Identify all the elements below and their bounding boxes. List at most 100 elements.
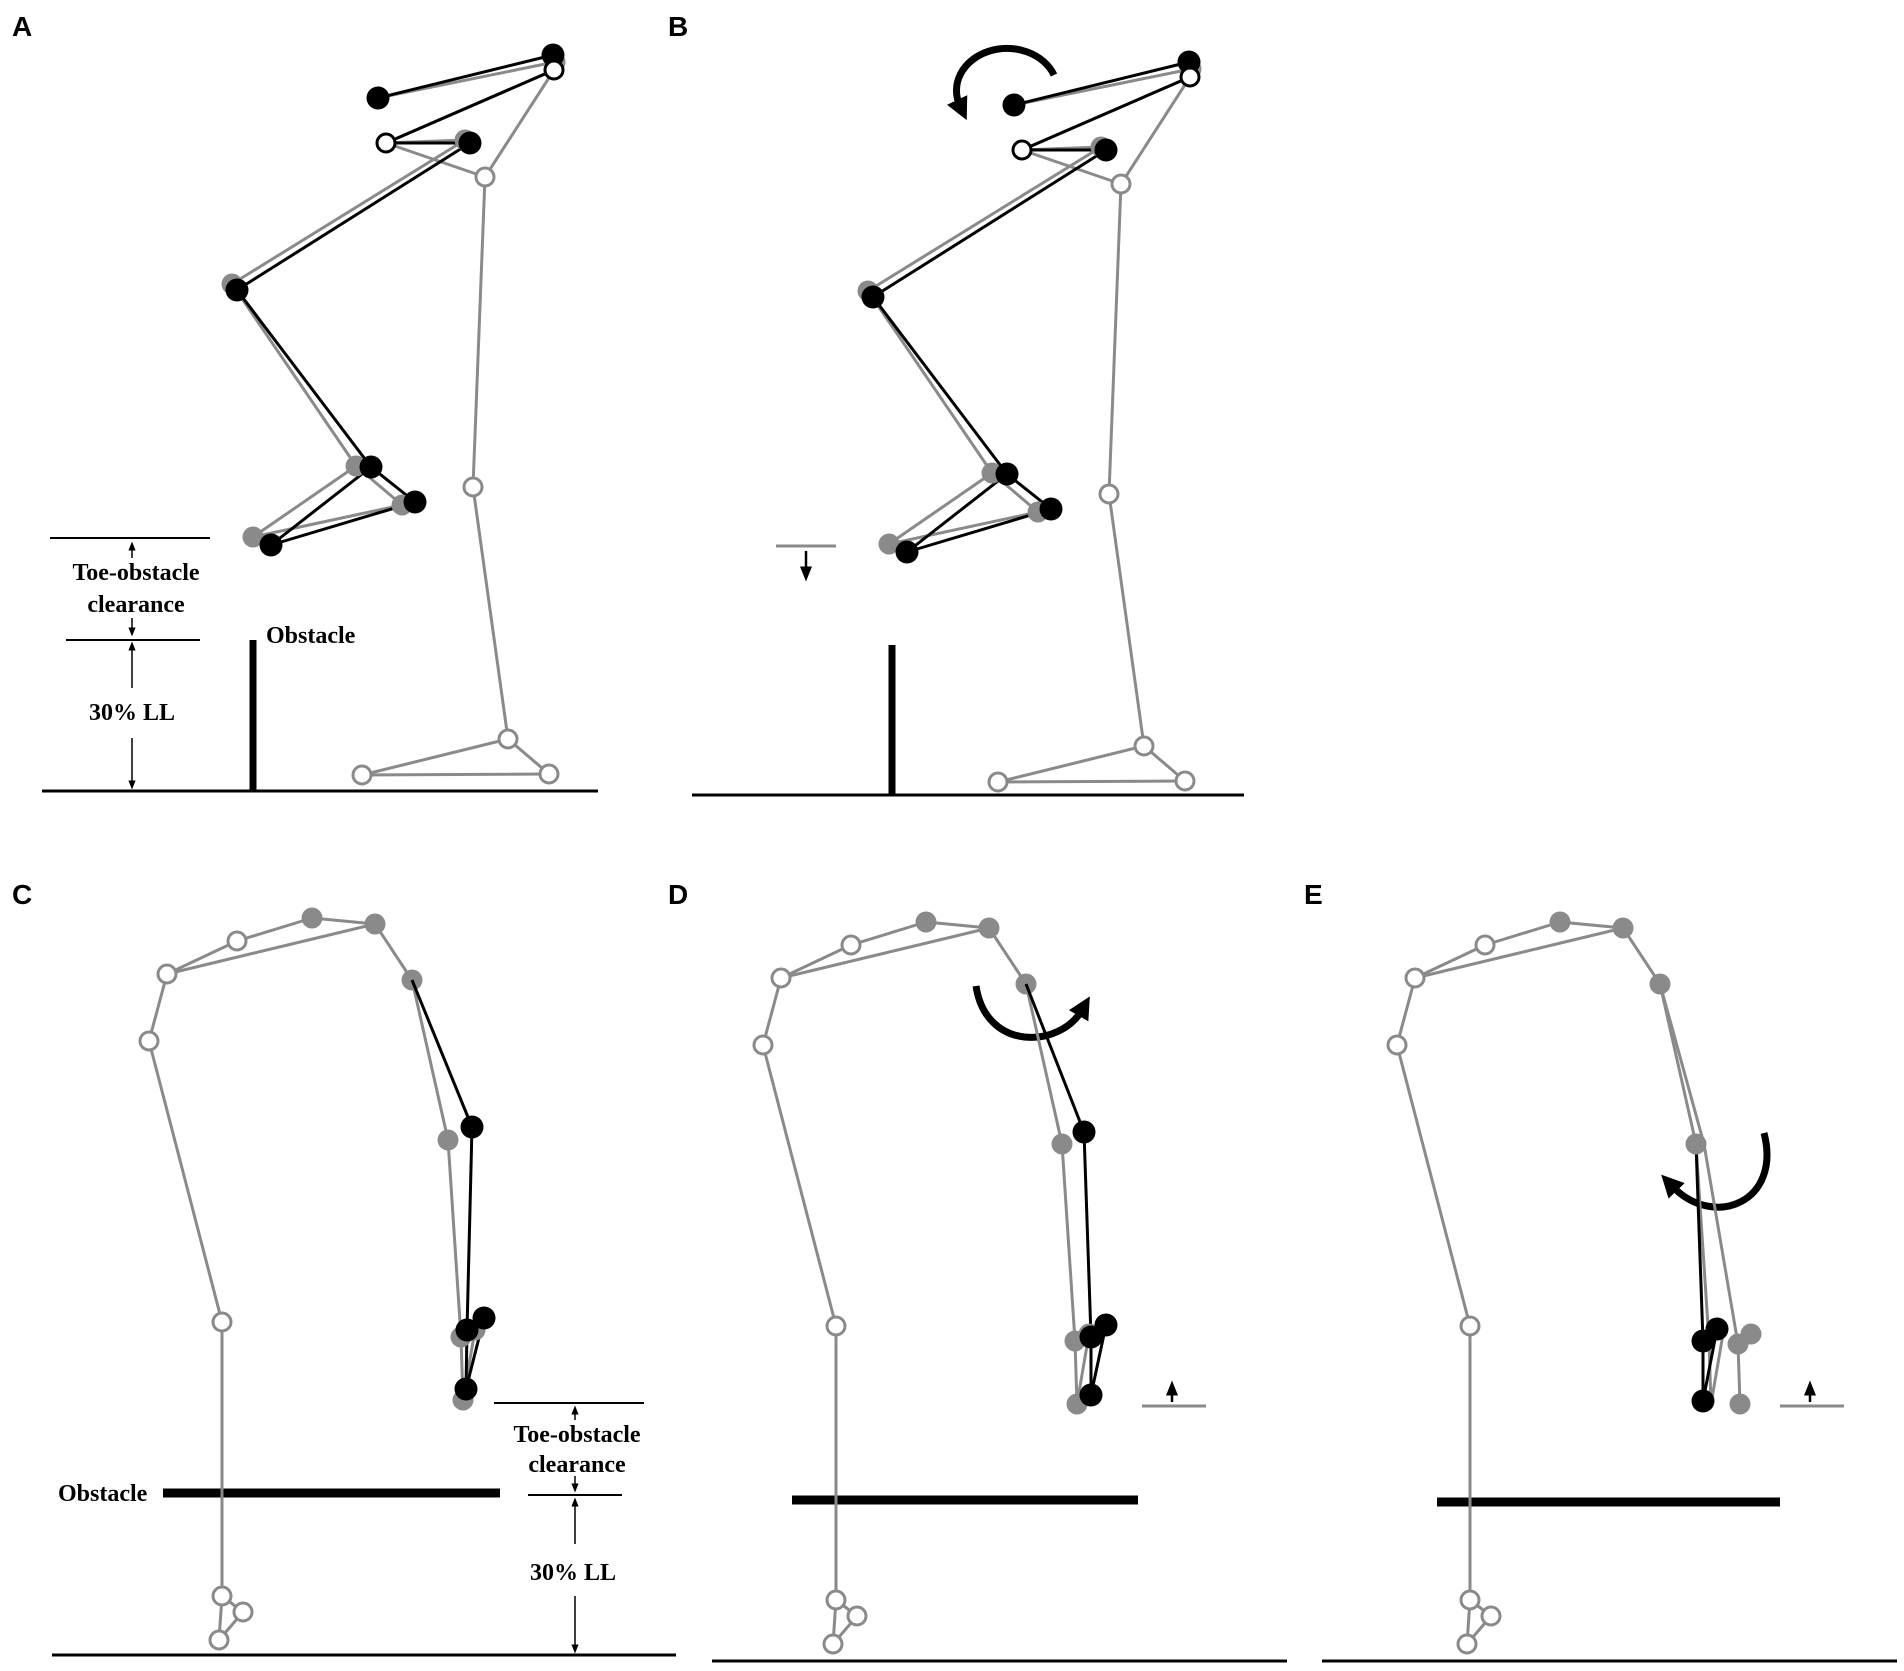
pelvis-segment (1414, 926, 1624, 980)
marker-black (454, 1377, 478, 1401)
marker-black (1691, 1389, 1715, 1413)
pelvis-segment (166, 922, 376, 976)
marker-gray (301, 907, 323, 929)
stance-limb-segment (1107, 183, 1123, 495)
marker-gray (364, 913, 386, 935)
marker-gray (878, 533, 900, 555)
marker-open (1456, 1633, 1478, 1655)
pelvis-segment (147, 973, 169, 1042)
marker-black (895, 540, 919, 564)
swing-limb-segment (446, 1139, 463, 1338)
panel-e: E (1304, 879, 1897, 1663)
pelvis-segment (925, 920, 990, 930)
marker-black (455, 1318, 479, 1342)
marker-open (232, 1601, 254, 1623)
stance-foot-segment (997, 744, 1145, 784)
height-label: 30% LL (89, 700, 175, 726)
marker-open (208, 1629, 230, 1651)
marker-open (211, 1585, 233, 1607)
marker-black (460, 1115, 484, 1139)
marker-open (1110, 173, 1132, 195)
swing-limb-segment (235, 289, 373, 468)
swing-limb-segment (465, 1126, 474, 1331)
swing-limb-segment (1060, 1143, 1077, 1342)
marker-open (1133, 735, 1155, 757)
stance-limb-segment (471, 176, 487, 488)
stance-foot-segment (997, 779, 1186, 784)
marker-black (1094, 138, 1118, 162)
swing-limb-segment (1709, 1333, 1725, 1405)
marker-open (1474, 934, 1496, 956)
marker-open (543, 59, 565, 81)
pelvis-segment (377, 53, 554, 100)
marker-open (1386, 1034, 1408, 1056)
swing-limb-segment (1702, 1143, 1740, 1345)
pelvis-segment (1395, 977, 1417, 1046)
pelvis-segment (1021, 148, 1122, 186)
marker-gray (1549, 911, 1571, 933)
panel-d: D (668, 879, 1287, 1663)
marker-open (840, 934, 862, 956)
marker-black (995, 462, 1019, 486)
swing-limb-segment (867, 145, 1102, 293)
swing-limb-segment (1082, 1131, 1093, 1338)
swing-limb-segment (410, 979, 450, 1141)
pelvis-segment (1414, 943, 1486, 980)
swing-limb-segment (1024, 983, 1086, 1133)
marker-open (846, 1605, 868, 1627)
stance-limb-segment (147, 1040, 224, 1323)
panel-c-label: C (12, 879, 32, 910)
pelvis-segment (1484, 920, 1561, 947)
marker-black (1002, 93, 1026, 117)
marker-open (226, 930, 248, 952)
pelvis-segment (761, 977, 783, 1046)
marker-gray (1612, 917, 1634, 939)
pelvis-segment (373, 923, 414, 981)
swing-limb-segment (1658, 983, 1706, 1145)
swing-limb-segment (236, 141, 471, 292)
panel-e-label: E (1304, 879, 1323, 910)
swing-limb-segment (252, 464, 357, 539)
stick-figure (138, 907, 496, 1651)
marker-black (1094, 1313, 1118, 1337)
swing-limb-segment (888, 471, 993, 546)
swing-limb-segment (1089, 1324, 1108, 1396)
swing-limb-segment (270, 465, 372, 547)
panel-a: A Obstacle Toe-obstacle clearance 30% LL (12, 11, 598, 793)
stick-figure (752, 911, 1118, 1655)
marker-open (1179, 66, 1201, 88)
marker-black (259, 533, 283, 557)
swing-limb-segment (1694, 1143, 1705, 1342)
panel-a-label: A (12, 11, 32, 42)
marker-gray (915, 911, 937, 933)
stance-limb-segment (1395, 1044, 1472, 1327)
pelvis-segment (1013, 60, 1190, 107)
stance-foot-segment (361, 737, 509, 777)
marker-open (1480, 1605, 1502, 1627)
swing-limb-segment (410, 979, 474, 1128)
marker-open (987, 771, 1009, 793)
pelvis-segment (1559, 920, 1624, 930)
marker-gray (242, 526, 264, 548)
marker-open (770, 967, 792, 989)
swing-limb-segment (252, 503, 403, 539)
marker-open (1459, 1315, 1481, 1337)
marker-black (225, 278, 249, 302)
swing-limb-segment (1024, 983, 1064, 1145)
stance-foot-segment (361, 772, 550, 777)
pelvis-segment (166, 939, 238, 976)
clearance-label-line1: Toe-obstacle (72, 560, 199, 586)
marker-open (497, 728, 519, 750)
marker-open (1404, 967, 1426, 989)
marker-open (211, 1311, 233, 1333)
panel-c: C Obstacle Toe-obstacle clearance 30% LL (12, 879, 676, 1657)
marker-black (1039, 497, 1063, 521)
clearance-label-line2: clearance (528, 1452, 626, 1478)
swing-limb-segment (871, 296, 1009, 475)
marker-black (1072, 1120, 1096, 1144)
marker-gray (437, 1129, 459, 1151)
marker-black (1705, 1317, 1729, 1341)
stance-limb-segment (483, 69, 556, 178)
marker-open (156, 963, 178, 985)
pelvis-segment (780, 926, 990, 980)
